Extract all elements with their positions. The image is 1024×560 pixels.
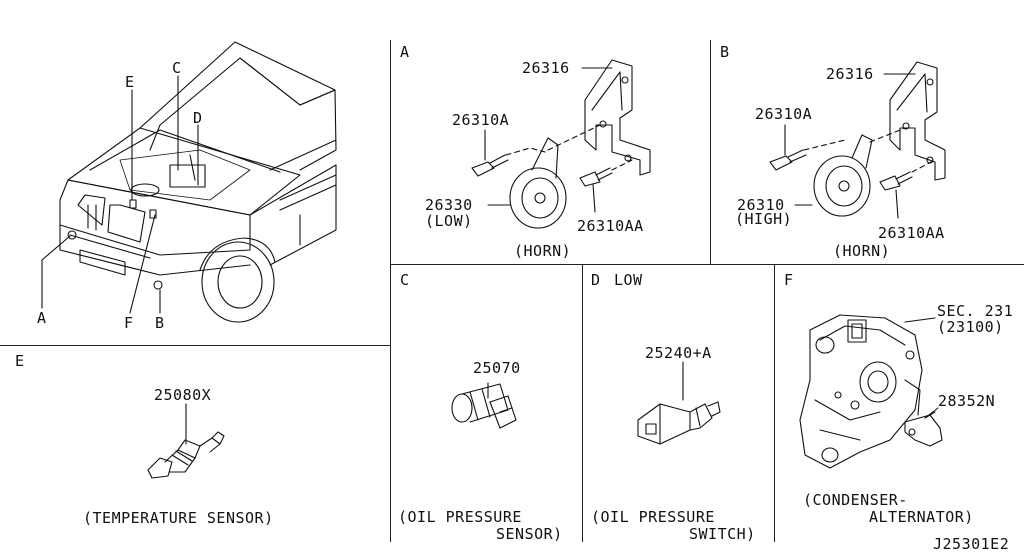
vehicle-callout-b: B [155, 314, 165, 332]
panel-c-letter: C [400, 271, 410, 289]
panel-a-caption: (HORN) [514, 242, 572, 260]
part-26310aa-a: 26310AA [577, 217, 644, 235]
panel-d-title: LOW [614, 271, 643, 289]
panel-c-caption-line1: (OIL PRESSURE [398, 508, 522, 526]
panel-e-caption: (TEMPERATURE SENSOR) [83, 509, 274, 527]
panel-c-caption-line2: SENSOR) [496, 525, 563, 543]
panel-d-caption-line1: (OIL PRESSURE [591, 508, 715, 526]
part-26330: 26330 [425, 196, 473, 214]
panel-b-letter: B [720, 43, 730, 61]
part-25080x: 25080X [154, 386, 212, 404]
horn-high-illustration [769, 61, 946, 219]
vehicle-callout-f: F [124, 314, 134, 332]
vehicle-illustration [41, 41, 337, 323]
part-26310: 26310 [737, 196, 785, 214]
part-sec-231: SEC. 231 [937, 302, 1014, 320]
horn-low-illustration [471, 59, 651, 229]
part-26316-b: 26316 [826, 65, 874, 83]
panel-f-letter: F [784, 271, 794, 289]
panel-d-letter: D [591, 271, 601, 289]
oil-pressure-sensor-illustration [451, 382, 517, 429]
panel-f-caption-line2: ALTERNATOR) [869, 508, 974, 526]
panel-a-letter: A [400, 43, 410, 61]
alternator-illustration [799, 314, 943, 469]
panel-d-caption-line2: SWITCH) [689, 525, 756, 543]
part-26310-high: (HIGH) [735, 210, 793, 228]
temperature-sensor-illustration [147, 403, 225, 479]
part-28352n: 28352N [938, 392, 996, 410]
divider-vertical-main [390, 40, 391, 542]
part-26316-a: 26316 [522, 59, 570, 77]
part-26310aa-b: 26310AA [878, 224, 945, 242]
vehicle-callout-d: D [193, 109, 203, 127]
divider-vertical-df [774, 264, 775, 542]
diagram-id: J25301E2 [933, 535, 1010, 553]
divider-vertical-ab [710, 40, 711, 264]
divider-horizontal-top [390, 264, 1024, 265]
part-26310a-b: 26310A [755, 105, 813, 123]
vehicle-callout-c: C [172, 59, 182, 77]
panel-f-caption-line1: (CONDENSER- [803, 491, 908, 509]
divider-vertical-cd [582, 264, 583, 542]
divider-horizontal-left [0, 345, 391, 346]
part-25240-a: 25240+A [645, 344, 712, 362]
part-23100: (23100) [937, 318, 1004, 336]
part-25070: 25070 [473, 359, 521, 377]
panel-b-caption: (HORN) [833, 242, 891, 260]
vehicle-callout-e: E [125, 73, 135, 91]
part-26310a-a: 26310A [452, 111, 510, 129]
part-26330-low: (LOW) [425, 212, 473, 230]
panel-e-letter: E [15, 352, 25, 370]
vehicle-callout-a: A [37, 309, 47, 327]
oil-pressure-switch-illustration [637, 361, 721, 445]
